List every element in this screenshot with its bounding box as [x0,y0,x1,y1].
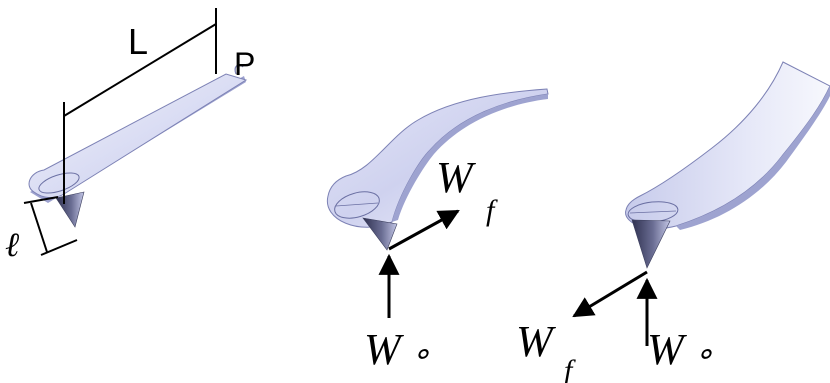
panel-straight-cantilever: L P ℓ [5,8,255,264]
label-W-o-subscript: ∘ [411,335,431,371]
panel-bent-down-cantilever: W f W ∘ [516,61,830,383]
tip-pyramid [362,217,398,251]
label-W-f-subscript: f [564,354,576,383]
dim-ell-tick-bottom [40,239,78,256]
label-ell: ℓ [5,227,19,264]
beam-top-face [28,73,248,199]
label-P: P [234,46,255,82]
label-W-o-subscript: ∘ [694,335,714,371]
tip-pyramid [631,219,671,269]
beam-end-loop [234,64,244,75]
dim-ell-tick-top [23,196,59,204]
beam-underside [392,94,548,222]
label-L: L [128,21,148,62]
ellipse-axis [335,202,379,207]
arrow-W-f [572,270,648,318]
label-W-f: W [436,153,476,202]
arrow-W-f [388,209,460,251]
label-W-o: W [364,325,404,374]
tip-base-ellipse [38,172,80,194]
dim-ell-line [30,202,48,253]
ellipse-axis [629,210,677,214]
tip-pyramid [55,191,85,228]
label-W-f-subscript: f [486,194,498,227]
label-W-f: W [516,317,556,366]
dim-line-L [63,23,217,117]
tip-base-ellipse [334,191,380,219]
panel-bent-up-cantilever: W f W ∘ [326,88,549,374]
label-W-o: W [647,325,687,374]
